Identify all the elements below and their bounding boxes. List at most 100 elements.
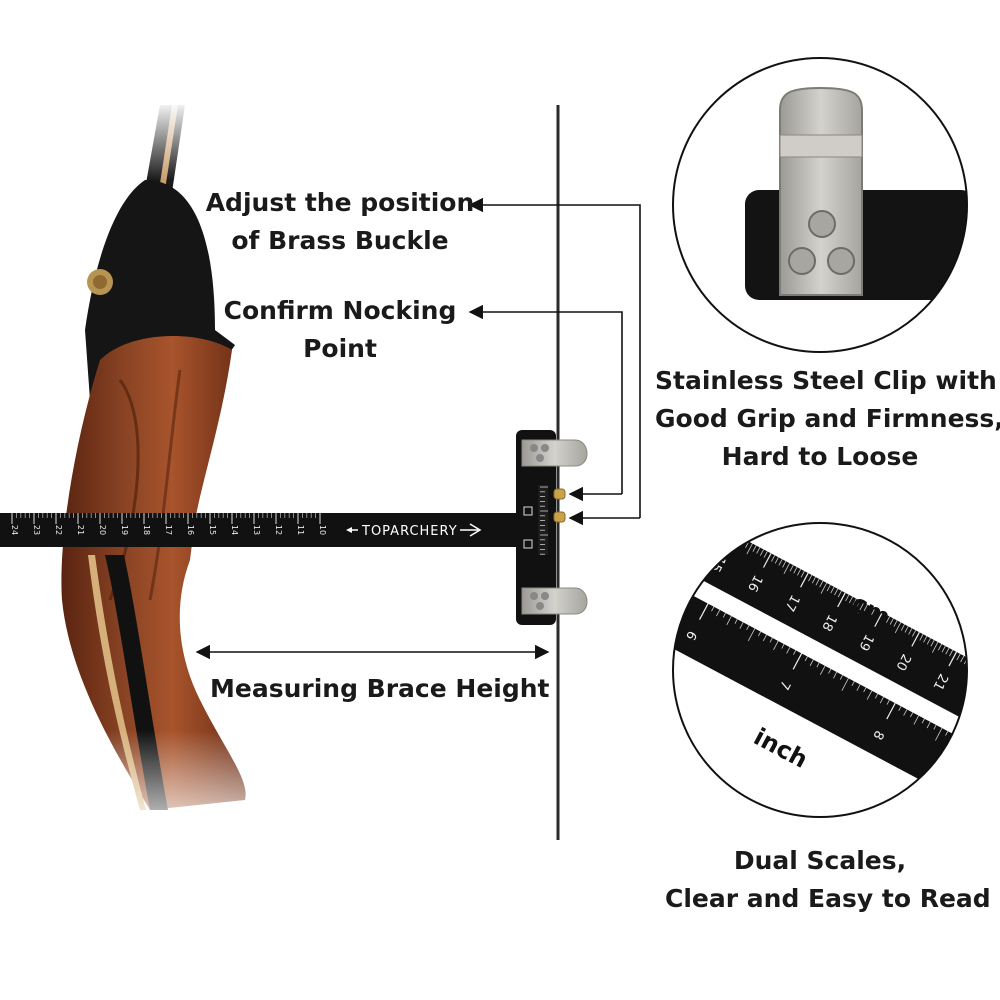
caption-line: Confirm Nocking	[223, 296, 457, 325]
cm-zoom-minor-tick	[815, 578, 820, 586]
cm-zoom-minor-tick	[923, 635, 928, 643]
ruler-tick-label: 18	[142, 525, 151, 535]
dual-scales-caption: Dual Scales, Clear and Easy to Read	[665, 842, 991, 918]
inch-zoom-minor-tick	[851, 681, 855, 687]
inch-zoom-tick	[699, 603, 709, 620]
ruler-bar	[0, 513, 530, 547]
ruler-tick-label: 24	[10, 525, 19, 535]
cm-zoom-minor-tick	[969, 662, 975, 673]
inch-zoom-minor-tick	[863, 687, 867, 693]
cm-zoom-minor-tick	[893, 620, 898, 627]
cm-zoom-tick	[986, 672, 994, 686]
inch-zoom-minor-tick	[866, 690, 873, 700]
cm-zoom-minor-tick	[867, 606, 872, 613]
caption-line: Stainless Steel Clip with	[655, 366, 997, 395]
inch-zoom-minor-tick	[841, 678, 849, 691]
ruler-tick-label: 13	[252, 525, 261, 535]
inch-zoom-minor-tick	[793, 650, 797, 655]
cm-zoom-minor-tick	[889, 618, 894, 625]
cm-zoom-minor-tick	[919, 634, 924, 641]
cm-zoom-minor-tick	[983, 668, 986, 674]
cm-zoom-minor-tick	[904, 626, 909, 633]
cm-zoom-minor-tick	[774, 557, 779, 564]
inch-zoom-minor-tick	[809, 659, 814, 667]
cm-zoom-minor-tick	[752, 545, 757, 552]
inch-zoom-minor-tick	[781, 643, 785, 649]
caption-line: Clear and Easy to Read	[665, 884, 991, 913]
inch-zoom-minor-tick	[886, 699, 890, 705]
ruler-tick-label: 19	[120, 525, 129, 535]
cm-zoom-minor-tick	[994, 674, 997, 680]
caption-line: Point	[303, 334, 377, 363]
cm-zoom-minor-tick	[830, 586, 835, 594]
ruler-tick-label: 21	[76, 525, 85, 535]
ruler-tick-label: 10	[318, 525, 327, 535]
ruler-tick-label: 15	[208, 525, 217, 535]
ruler-tick-label: 20	[98, 525, 107, 535]
cm-zoom-minor-tick	[734, 535, 739, 542]
brass-buckles	[553, 488, 566, 523]
ruler-tick-label: 16	[186, 525, 195, 535]
inch-zoom-minor-tick	[992, 756, 994, 760]
inch-zoom-minor-tick	[828, 668, 832, 674]
ruler-tick-label: 11	[296, 525, 305, 535]
cm-zoom-minor-tick	[808, 574, 813, 582]
inch-zoom-minor-tick	[910, 712, 914, 718]
inch-zoom-minor-tick	[839, 675, 843, 680]
cm-zoom-minor-tick	[930, 639, 935, 647]
cm-zoom-minor-tick	[956, 653, 961, 661]
cm-zoom-minor-tick	[852, 598, 857, 606]
cm-zoom-minor-tick	[845, 594, 850, 602]
caption-line: Good Grip and Firmness,	[655, 404, 1000, 433]
cm-zoom-minor-tick	[826, 584, 831, 592]
cm-zoom-minor-tick	[960, 655, 965, 663]
inch-zoom-minor-tick	[722, 612, 726, 618]
cm-zoom-minor-tick	[856, 600, 861, 608]
ruler-tick-label: 14	[230, 525, 239, 535]
cm-zoom-minor-tick	[886, 616, 891, 623]
cm-zoom-minor-tick	[763, 551, 768, 558]
cm-zoom-minor-tick	[811, 576, 816, 584]
cm-zoom-minor-tick	[874, 610, 879, 617]
inch-zoom-minor-tick	[903, 709, 908, 716]
cm-zoom-minor-tick	[882, 614, 887, 621]
inch-zoom-minor-tick	[879, 696, 884, 704]
cm-zoom-tick	[948, 651, 957, 667]
cm-zoom-minor-tick	[800, 570, 805, 578]
ruler-tick-label: 23	[32, 525, 41, 535]
cm-zoom-label: 16	[744, 572, 765, 594]
inch-zoom-minor-tick	[981, 750, 983, 754]
inch-zoom-minor-tick	[746, 625, 750, 631]
cm-zoom-label: 20	[892, 651, 913, 673]
cm-zoom-label: 17	[781, 592, 802, 614]
cm-zoom-minor-tick	[941, 645, 946, 653]
cm-zoom-minor-tick	[783, 563, 790, 574]
caption-line: of Brass Buckle	[231, 226, 449, 255]
cm-zoom-label: 18	[818, 612, 839, 634]
inch-zoom-tick	[886, 702, 896, 720]
brace-height-caption: Measuring Brace Height	[210, 670, 550, 708]
cm-zoom-minor-tick	[926, 637, 931, 645]
ruler-tick-label: 22	[54, 525, 63, 535]
cm-zoom-label: 22	[967, 691, 988, 713]
cm-zoom-minor-tick	[968, 660, 971, 666]
caption-line: Adjust the position	[205, 188, 475, 217]
caption-line: Measuring Brace Height	[210, 674, 550, 703]
cm-zoom-minor-tick	[894, 622, 902, 634]
ruler-tick-label: 12	[274, 525, 283, 535]
clip-zoom-circle	[672, 57, 968, 353]
inch-zoom-minor-tick	[786, 647, 791, 654]
nocking-point-pointer	[468, 304, 623, 494]
cm-zoom-minor-tick	[975, 664, 978, 670]
cm-zoom-tick	[874, 612, 883, 627]
cm-zoom-minor-tick	[900, 624, 905, 631]
inch-zoom-minor-tick	[874, 693, 879, 699]
cm-zoom-minor-tick	[837, 590, 842, 598]
brass-buckle-caption: Adjust the position of Brass Buckle	[205, 184, 475, 260]
nocking-point-caption: Confirm Nocking Point	[215, 292, 465, 368]
pointer-lines	[195, 197, 641, 660]
inch-zoom-minor-tick	[804, 656, 808, 662]
